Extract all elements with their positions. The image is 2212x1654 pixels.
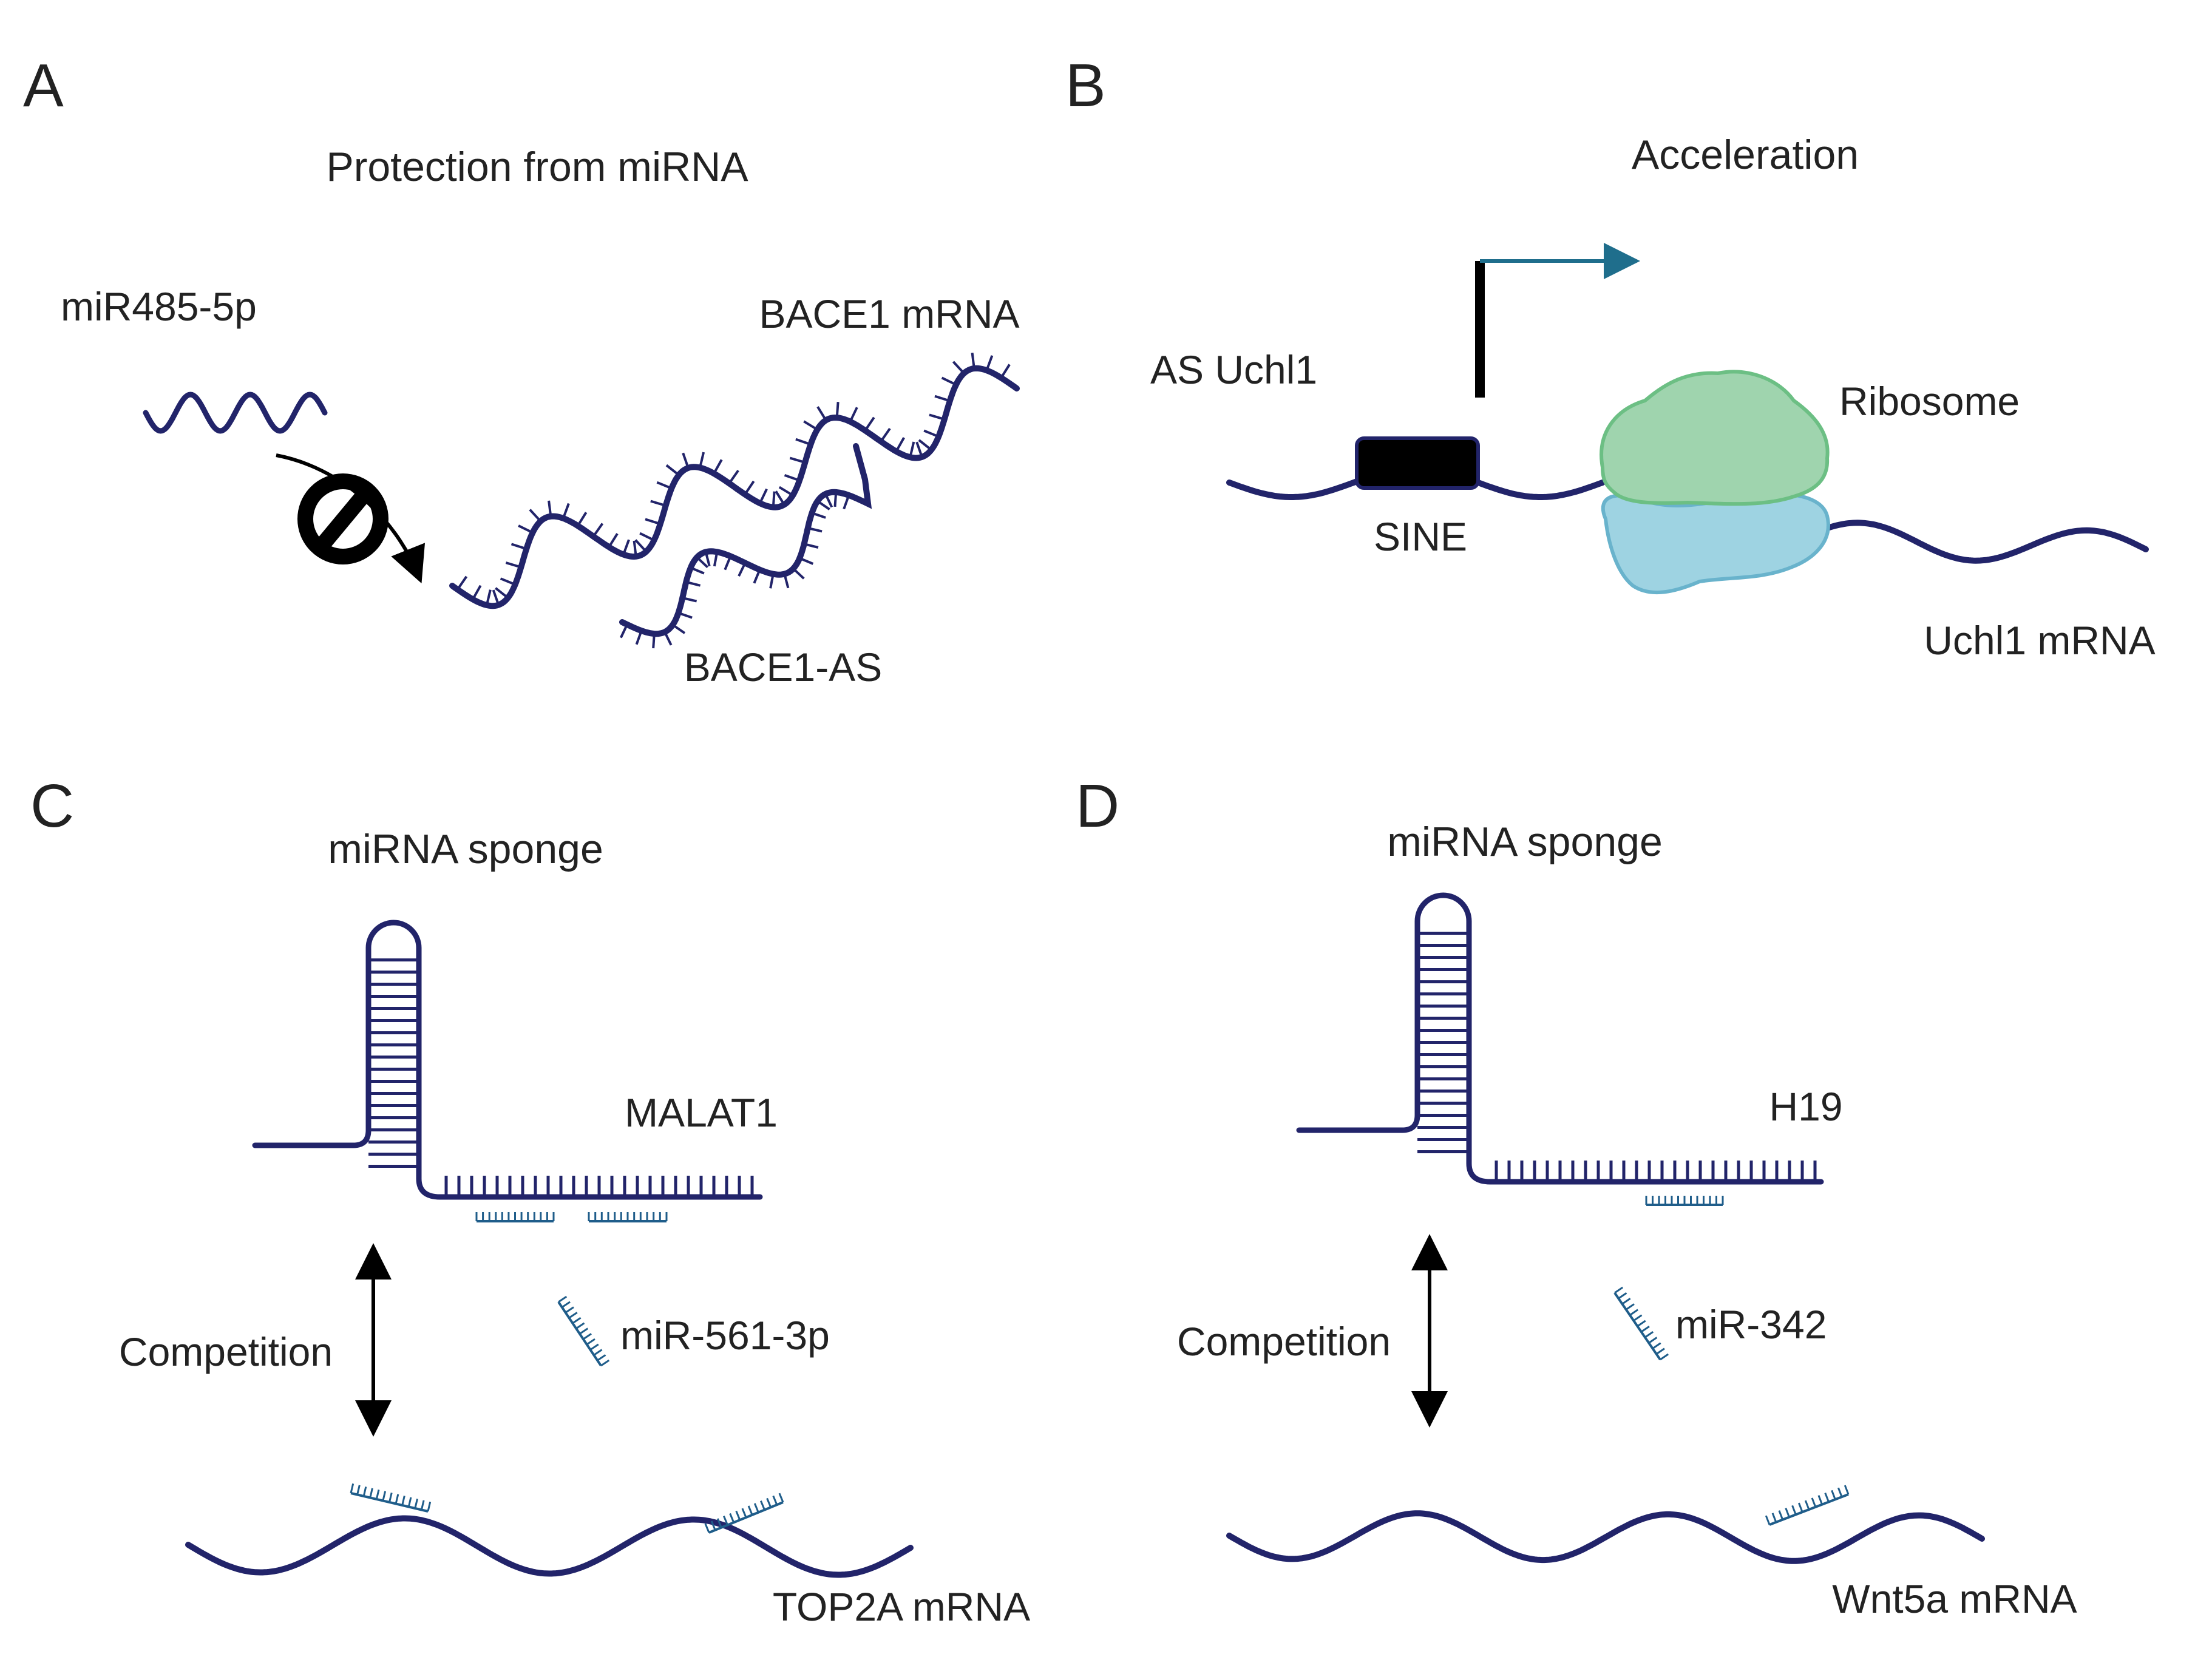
panel-d: D miRNA sponge H19 Competition miR-342 W… (1076, 772, 2077, 1621)
no-entry-icon (297, 473, 388, 564)
as-uchl1-label: AS Uchl1 (1150, 347, 1317, 392)
mir485-strand (143, 391, 328, 434)
panel-a-label: A (23, 52, 64, 120)
malat1-bound-mirna-1 (475, 1212, 555, 1222)
bace1-as-bases (619, 492, 850, 649)
top2a-bound-mirna-2-bases (704, 1493, 784, 1533)
top2a-bound-mirnas (350, 1483, 784, 1534)
competition-label-c: Competition (119, 1329, 333, 1374)
uchl1-mrna-label: Uchl1 mRNA (1924, 618, 2155, 663)
mir-342-strand (1613, 1286, 1669, 1361)
panel-c: C miRNA sponge MALAT1 Competition miR-56… (30, 772, 1030, 1629)
panel-c-label: C (30, 772, 74, 840)
transcription-start-arrow-icon (1475, 243, 1640, 398)
malat1-bound-mirna-2-bases (588, 1212, 668, 1221)
top2a-mrna-label: TOP2A mRNA (773, 1584, 1030, 1629)
bace1-mrna-strand (449, 365, 1020, 609)
hairpin-stem-pairs (368, 958, 419, 1168)
malat1-bound-mirna-1-bases (475, 1212, 555, 1221)
mir-342-strand-bases (1614, 1286, 1669, 1361)
malat1-bound-mirna-2 (588, 1212, 668, 1222)
panel-b-label: B (1065, 52, 1106, 120)
ribosome-label: Ribosome (1839, 379, 2020, 424)
hairpin-stem-pairs (1417, 932, 1469, 1153)
ribosome-small-subunit (1601, 492, 1830, 595)
top2a-bound-mirna-1-bases (350, 1483, 432, 1512)
wnt5a-mrna-label: Wnt5a mRNA (1832, 1576, 2077, 1621)
sine-label: SINE (1374, 514, 1467, 559)
mir485-label: miR485-5p (61, 284, 257, 329)
wnt5a-bound-mirna (1765, 1485, 1850, 1526)
ribosome-large-subunit (1600, 370, 1830, 506)
h19-hairpin (1296, 892, 1824, 1185)
panel-a: A Protection from miRNA miR485-5p BACE1 … (23, 52, 1020, 690)
bace1-as-label: BACE1-AS (684, 645, 882, 690)
competition-label-d: Competition (1177, 1319, 1391, 1364)
h19-bound-mirna-1 (1645, 1196, 1724, 1206)
h19-label: H19 (1769, 1084, 1842, 1129)
free-mirna-c (557, 1295, 610, 1367)
hairpin-seed-sites (1494, 1161, 1817, 1182)
mir-342-label: miR-342 (1675, 1302, 1827, 1347)
bace1-as-strand (619, 443, 872, 637)
panel-b: B Acceleration AS Uchl1 SINE Ribosome Uc… (1065, 52, 2156, 663)
bace1-mrna-label: BACE1 mRNA (759, 291, 1019, 336)
malat1-label: MALAT1 (625, 1090, 778, 1135)
panel-d-title: miRNA sponge (1387, 819, 1663, 865)
h19-bound-mirna-1-bases (1645, 1196, 1724, 1205)
hairpin-backbone (252, 920, 763, 1200)
top2a-bound-mirna-2 (704, 1493, 784, 1534)
free-mirna-d (1613, 1286, 1669, 1361)
panel-b-title: Acceleration (1632, 132, 1859, 178)
panel-c-title: miRNA sponge (328, 826, 603, 872)
panel-d-label: D (1076, 772, 1119, 840)
malat1-bound-mirnas (475, 1212, 668, 1222)
top2a-mrna-strand (185, 1515, 914, 1578)
wnt5a-bound-mirna-1 (1765, 1485, 1850, 1526)
top2a-bound-mirna-1 (350, 1483, 432, 1513)
mir-561-3p-strand (557, 1295, 610, 1367)
wnt5a-bound-mirna-1-bases (1765, 1485, 1850, 1525)
h19-bound-mirna (1645, 1196, 1724, 1206)
hairpin-backbone (1296, 892, 1824, 1185)
bace1-mrna-bases (456, 352, 1011, 606)
hairpin-seed-sites (444, 1176, 754, 1197)
panel-a-title: Protection from miRNA (326, 144, 748, 190)
mir-561-3p-strand-bases (558, 1295, 610, 1367)
mir-561-3p-label: miR-561-3p (620, 1313, 830, 1358)
sine-element (1355, 436, 1480, 490)
wnt5a-mrna-strand (1226, 1510, 1985, 1564)
malat1-hairpin (252, 920, 763, 1200)
